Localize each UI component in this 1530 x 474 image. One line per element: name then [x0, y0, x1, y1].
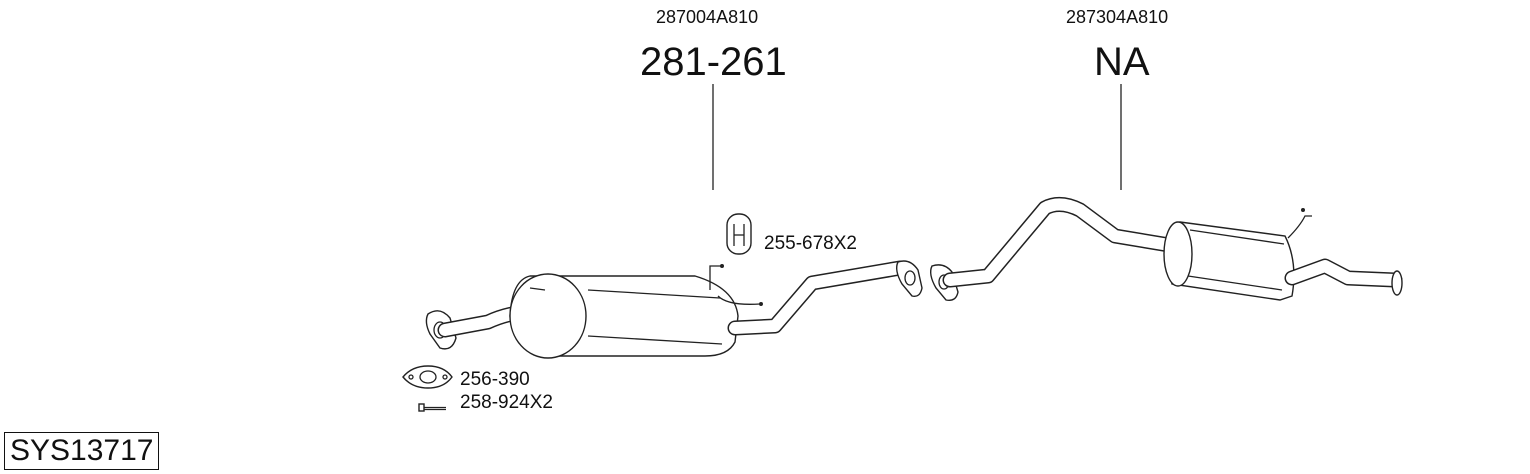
front-part-number[interactable]: 281-261 [640, 40, 787, 84]
rear-muffler-assembly [929, 197, 1403, 302]
front-hanger-rod [709, 265, 722, 290]
rear-oem-number: 287304A810 [1066, 7, 1169, 27]
front-muffler-assembly [425, 260, 923, 359]
gasket-part-number[interactable]: 256-390 [460, 369, 530, 390]
rubber-hanger-icon [726, 213, 752, 255]
flange-gasket-icon [402, 365, 453, 389]
tail-pipe-end [1391, 270, 1403, 296]
bolt-part-number[interactable]: 258-924X2 [460, 392, 553, 413]
system-code: SYS13717 [10, 434, 154, 467]
bolt-icon [418, 403, 446, 412]
rear-muffler-end [1163, 221, 1193, 287]
rear-part-number[interactable]: NA [1094, 40, 1150, 84]
front-muffler-end [509, 273, 587, 359]
front-oem-number: 287004A810 [656, 7, 759, 27]
front-outlet-flange [895, 260, 923, 298]
rear-hanger-rod [1287, 215, 1312, 239]
system-code-box: SYS13717 [4, 432, 160, 470]
hanger-part-number[interactable]: 255-678X2 [764, 233, 857, 254]
